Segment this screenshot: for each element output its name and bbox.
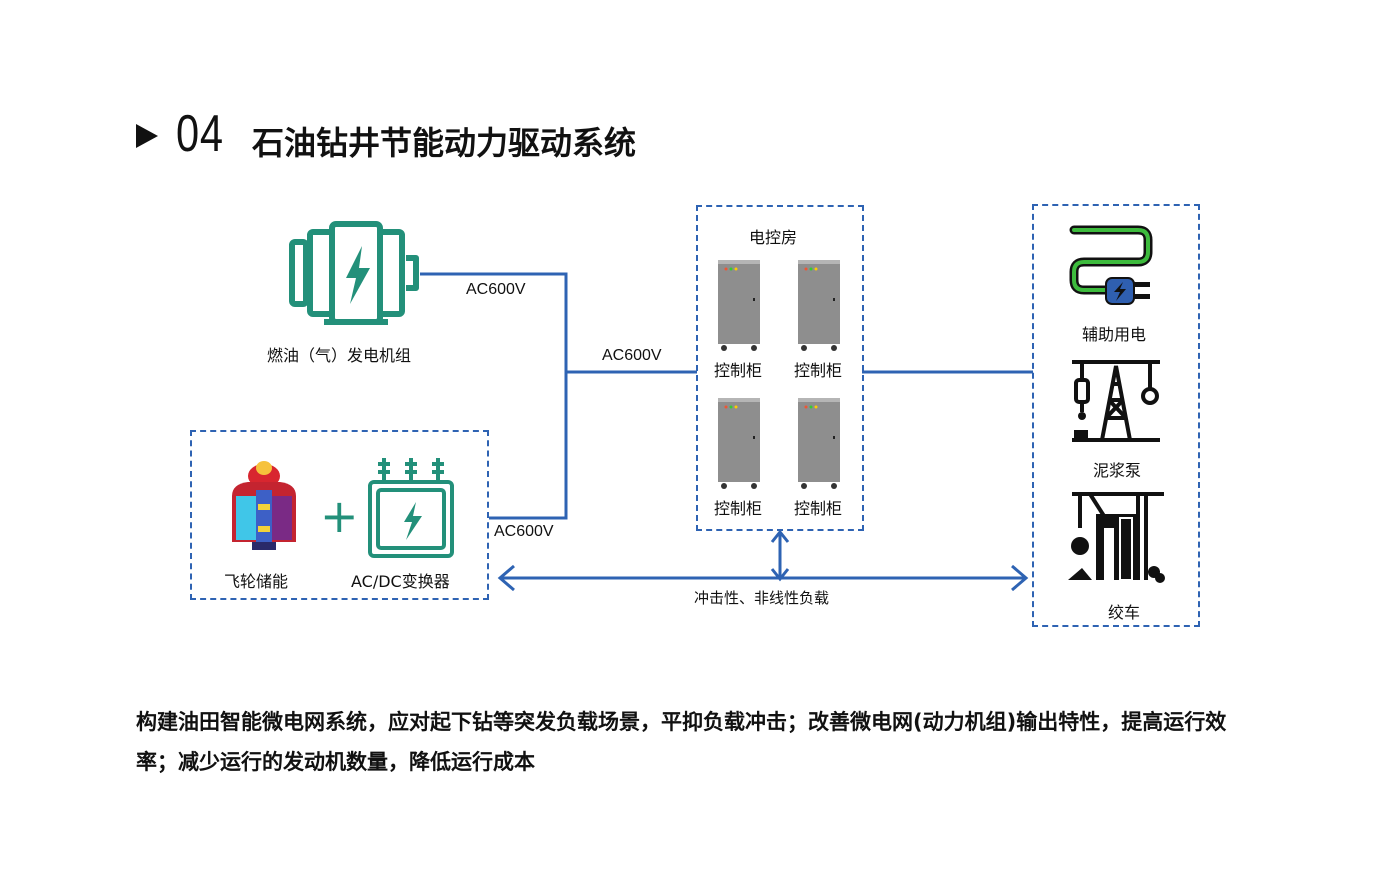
load-arrow-label: 冲击性、非线性负载 <box>694 589 830 607</box>
aux-power-label: 辅助用电 <box>1082 325 1147 344</box>
cabinet-icon-1 <box>718 260 760 351</box>
title-number: 04 <box>176 105 224 163</box>
winch-crane-icon <box>1068 492 1165 583</box>
cabinet-label: 控制柜 <box>794 499 843 518</box>
voltage-label-bus: AC600V <box>602 347 662 364</box>
generator-label: 燃油（气）发电机组 <box>267 346 412 365</box>
page-title: 石油钻井节能动力驱动系统 <box>252 124 637 162</box>
load-arrow-right-head <box>1011 564 1029 592</box>
mud-pump-label: 泥浆泵 <box>1093 461 1142 480</box>
cabinet-label: 控制柜 <box>794 361 843 380</box>
mud-pump-icon <box>1072 360 1160 442</box>
voltage-label-generator: AC600V <box>466 281 526 298</box>
control-arrow-up-head <box>770 529 790 543</box>
storage-box <box>190 430 489 600</box>
control-arrow-down-head <box>770 568 790 582</box>
converter-label: AC/DC变换器 <box>351 572 450 591</box>
control-room-title: 电控房 <box>749 228 798 247</box>
title-triangle-icon <box>136 124 158 148</box>
cabinet-icon-4 <box>798 398 840 489</box>
description-text: 构建油田智能微电网系统，应对起下钻等突发负载场景，平抑负载冲击；改善微电网(动力… <box>136 710 1227 774</box>
generator-icon <box>289 221 419 325</box>
control-room-box <box>696 205 864 531</box>
flywheel-label: 飞轮储能 <box>224 572 289 591</box>
cabinet-icon-2 <box>798 260 840 351</box>
plus-sign: + <box>320 489 359 543</box>
winch-label: 绞车 <box>1108 603 1141 622</box>
converter-icon <box>368 458 454 558</box>
aux-power-plug-icon <box>1069 225 1153 305</box>
generator-storage-line <box>420 272 568 520</box>
load-arrow-left-head <box>497 564 515 592</box>
cabinet-icon-3 <box>718 398 760 489</box>
loads-box <box>1032 204 1200 627</box>
voltage-label-storage: AC600V <box>494 523 554 540</box>
flywheel-icon <box>232 461 296 550</box>
cabinet-label: 控制柜 <box>714 499 763 518</box>
cabinet-label: 控制柜 <box>714 361 763 380</box>
